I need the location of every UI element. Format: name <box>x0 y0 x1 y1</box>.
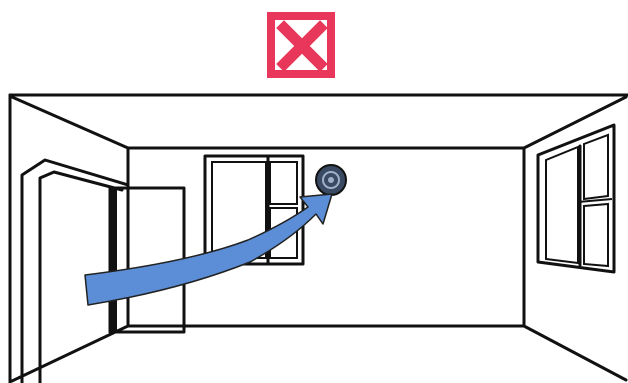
back-window <box>203 154 305 266</box>
smoke-detector-icon <box>315 164 347 196</box>
back-wall <box>126 146 526 328</box>
right-window <box>536 123 616 274</box>
door-panel <box>108 186 186 334</box>
airflow-arrow <box>84 193 333 306</box>
room-walls <box>8 93 628 383</box>
x-mark-icon <box>267 12 335 78</box>
